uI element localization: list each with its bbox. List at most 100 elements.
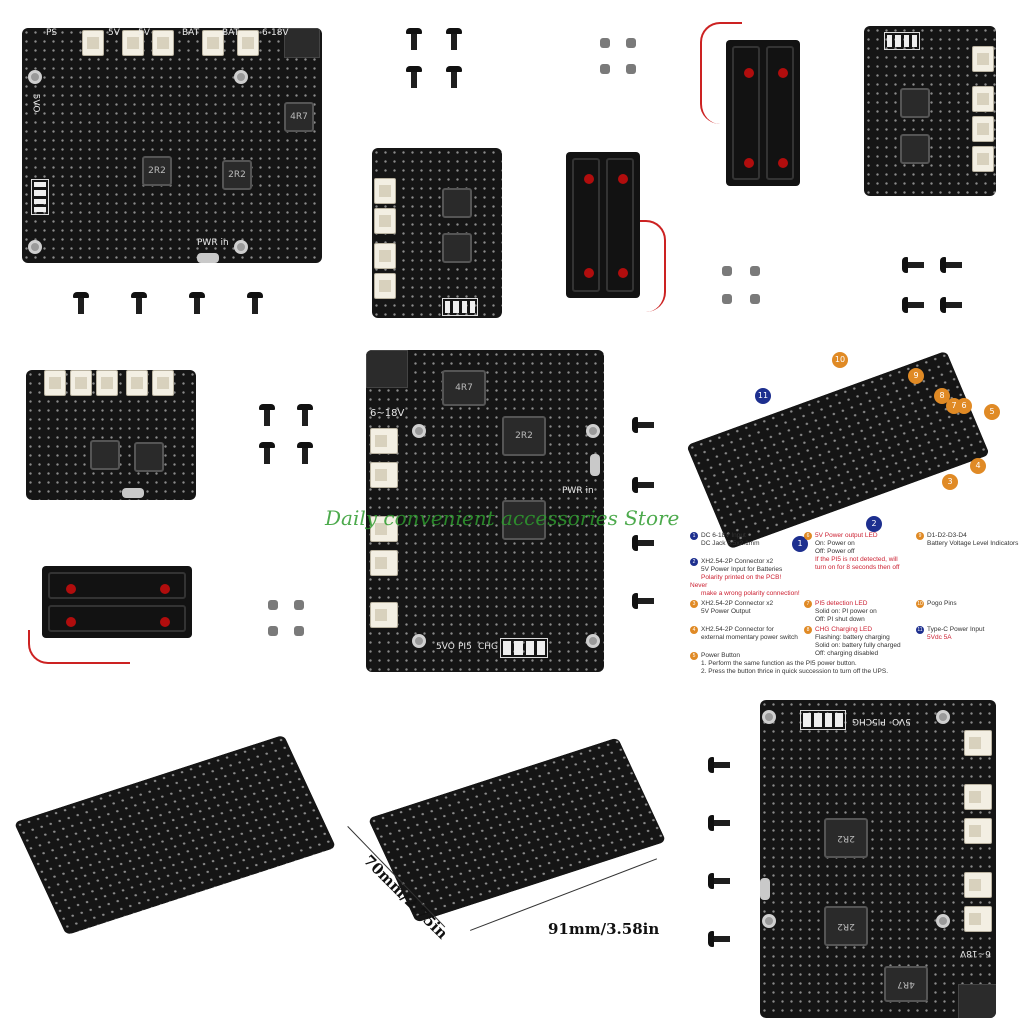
standoff-icon xyxy=(600,38,610,48)
inductor xyxy=(90,440,120,470)
callout-badge: 6 xyxy=(956,398,972,414)
screw-icon xyxy=(708,872,730,894)
inductor xyxy=(134,442,164,472)
screw-icon xyxy=(902,256,924,278)
silk-5vo: 5VO xyxy=(436,642,455,652)
callout-badge: 1 xyxy=(792,536,808,552)
xh-connector xyxy=(374,208,396,234)
xh-connector xyxy=(152,30,174,56)
standoff-icon xyxy=(722,266,732,276)
standoff-icon xyxy=(626,38,636,48)
silk-5v: 5V xyxy=(108,28,120,38)
battery-holder xyxy=(42,566,192,638)
silk-pi5: PI5 xyxy=(872,716,886,726)
screw-icon xyxy=(188,292,206,314)
callout-badge: 4 xyxy=(970,458,986,474)
callout-badge: 8 xyxy=(934,388,950,404)
mount-hole xyxy=(586,424,600,438)
mount-hole xyxy=(762,914,776,928)
screw-icon xyxy=(632,416,654,438)
screw-icon xyxy=(258,404,276,426)
callout-badge: 5 xyxy=(984,404,1000,420)
ups-board-main-view: 6~18V 4R7 2R2 PWR in 5VO PI5 CHG xyxy=(366,350,604,672)
callout-badge: 9 xyxy=(908,368,924,384)
silk-pwr-in: PWR in xyxy=(197,238,229,248)
xh-connector xyxy=(374,243,396,269)
ups-board-bottom-view: CHG PI5 5VO 2R2 2R2 4R7 6~18V xyxy=(760,700,996,1018)
inductor xyxy=(442,188,472,218)
xh-connector xyxy=(370,462,398,488)
standoff-icon xyxy=(750,294,760,304)
xh-connector xyxy=(964,818,992,844)
xh-connector xyxy=(96,370,118,396)
usb-c-port xyxy=(122,488,144,498)
xh-connector xyxy=(370,516,398,542)
xh-connector xyxy=(964,906,992,932)
ups-board-top-view-1: PS 5V 5V BAT BAT 6-18V 4R7 2R2 2R2 5VO P… xyxy=(22,28,322,263)
inductor-2r2: 2R2 xyxy=(142,156,172,186)
inductor-2r2: 2R2 xyxy=(824,906,868,946)
silk-6-18v: 6~18V xyxy=(370,408,405,419)
silk-pi5: PI5 xyxy=(458,642,472,652)
battery-level-leds xyxy=(31,179,49,215)
xh-connector xyxy=(972,86,994,112)
screw-icon xyxy=(940,256,962,278)
xh-connector xyxy=(44,370,66,396)
silk-6-18v: 6~18V xyxy=(960,948,991,958)
dc-jack xyxy=(958,984,996,1018)
inductor-2r2: 2R2 xyxy=(824,818,868,858)
silk-5vo: 5VO xyxy=(30,93,41,113)
screw-icon xyxy=(940,296,962,318)
mount-hole xyxy=(936,914,950,928)
battery-wire xyxy=(700,22,742,124)
xh-connector xyxy=(964,872,992,898)
standoff-icon xyxy=(722,294,732,304)
mount-hole xyxy=(28,240,42,254)
screw-icon xyxy=(296,442,314,464)
xh-connector xyxy=(126,370,148,396)
xh-connector xyxy=(972,116,994,142)
xh-connector xyxy=(374,178,396,204)
length-dimension-label: 91mm/3.58in xyxy=(548,920,660,938)
screw-icon xyxy=(72,292,90,314)
inductor xyxy=(900,88,930,118)
inductor-2r2: 2R2 xyxy=(502,416,546,456)
xh-connector xyxy=(964,784,992,810)
callout-badge: 10 xyxy=(832,352,848,368)
screw-icon xyxy=(708,756,730,778)
silk-chg: CHG xyxy=(852,716,873,726)
mount-hole xyxy=(762,710,776,724)
callout-badge: 3 xyxy=(942,474,958,490)
xh-connector xyxy=(122,30,144,56)
standoff-icon xyxy=(268,600,278,610)
screw-icon xyxy=(632,476,654,498)
silk-bat: BAT xyxy=(182,28,200,38)
callout-badge: 11 xyxy=(755,388,771,404)
battery-level-leds xyxy=(884,32,920,50)
xh-connector xyxy=(370,428,398,454)
screw-icon xyxy=(902,296,924,318)
mount-hole xyxy=(936,710,950,724)
mount-hole xyxy=(28,70,42,84)
ups-board-isometric-view-1 xyxy=(13,734,337,936)
ups-board-top-view-4 xyxy=(26,370,196,500)
screw-icon xyxy=(405,66,423,88)
battery-level-leds xyxy=(500,638,548,658)
xh-connector xyxy=(152,370,174,396)
xh-connector xyxy=(972,146,994,172)
battery-wire xyxy=(28,630,130,664)
inductor-4r7: 4R7 xyxy=(442,370,486,406)
silk-chg: CHG xyxy=(478,642,499,652)
inductor-4r7: 4R7 xyxy=(884,966,928,1002)
xh-connector xyxy=(374,273,396,299)
battery-level-leds xyxy=(800,710,846,730)
